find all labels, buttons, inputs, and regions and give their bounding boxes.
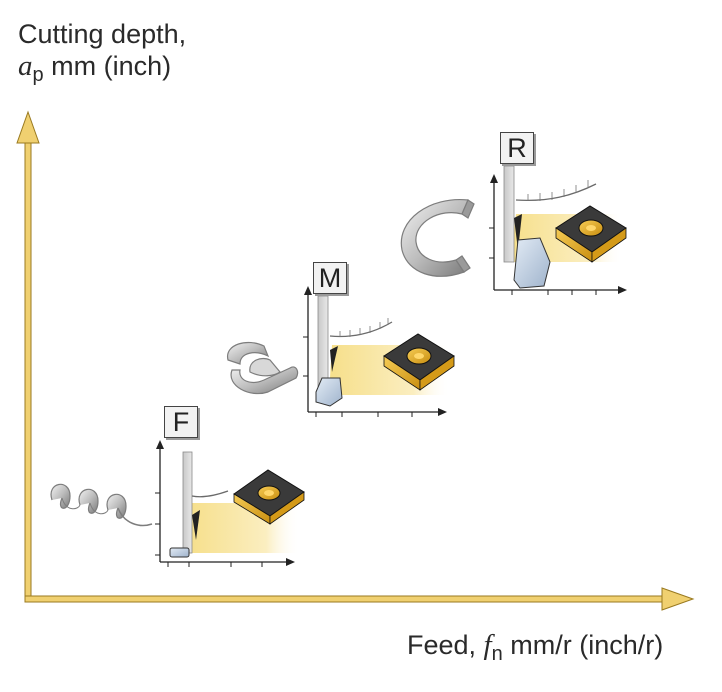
tool-stem-r: [503, 165, 515, 263]
y-axis-unit: mm (inch): [43, 51, 172, 81]
x-axis-subscript: n: [491, 643, 503, 665]
y-axis-symbol: a: [18, 50, 33, 82]
x-axis-symbol: f: [483, 629, 492, 661]
wide-chip-r: [400, 198, 475, 277]
zone-r: [400, 165, 627, 295]
plot-r: [489, 165, 627, 295]
insert-f: [233, 469, 305, 525]
curl-chip-m: [227, 341, 299, 395]
zone-badge-f: F: [164, 406, 198, 438]
y-axis-subscript: p: [32, 64, 44, 86]
chip-curve-f: [191, 490, 229, 498]
zone-badge-m: M: [313, 262, 347, 294]
y-axis-line: [24, 139, 32, 603]
plot-m: [303, 286, 455, 417]
x-axis-line: [24, 595, 666, 603]
zone-f: [50, 440, 305, 567]
blue-zone-f: [169, 547, 190, 558]
x-axis-unit: mm/r (inch/r): [502, 630, 664, 660]
zone-badge-r: R: [500, 132, 534, 164]
insert-m: [383, 333, 455, 391]
insert-r: [555, 205, 627, 263]
coil-chip-f: [50, 483, 153, 527]
tool-stem-f: [182, 451, 193, 554]
chip-curve-r: [515, 183, 597, 202]
zone-m: [227, 286, 455, 417]
x-axis-prefix: Feed,: [407, 630, 484, 660]
y-axis-arrow: [16, 110, 40, 144]
x-axis-arrow: [661, 587, 695, 611]
y-axis-label-line2: ap mm (inch): [18, 50, 186, 91]
blue-zone-r: [513, 237, 551, 289]
y-axis-label-line1: Cutting depth,: [18, 19, 187, 49]
y-axis-label: Cutting depth, ap mm (inch): [18, 18, 186, 91]
chip-curve-m: [329, 321, 393, 338]
plot-f: [155, 440, 305, 567]
main-axes: [16, 110, 695, 611]
x-axis-label: Feed, fn mm/r (inch/r): [407, 629, 663, 670]
blue-zone-m: [315, 377, 343, 407]
